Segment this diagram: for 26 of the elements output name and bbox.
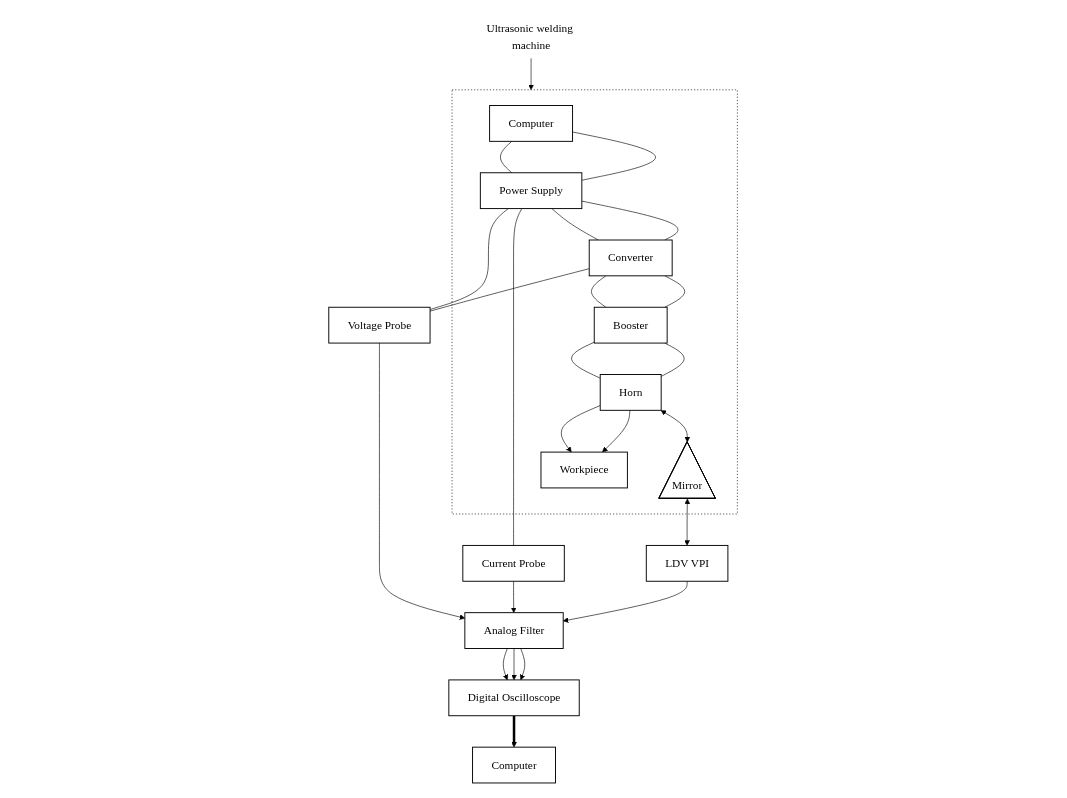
connector <box>571 341 601 379</box>
node-box: LDV VPI <box>646 544 729 582</box>
connector <box>430 268 590 312</box>
node-box: Converter <box>589 239 674 277</box>
node-box: Workpiece <box>540 451 629 489</box>
node-box: Computer <box>472 746 557 784</box>
node-box: Computer <box>489 105 574 142</box>
connector <box>664 275 686 308</box>
node-box: Horn <box>600 374 663 411</box>
connector <box>591 275 607 308</box>
arrow <box>511 715 518 748</box>
connector <box>572 131 657 181</box>
node-box: Digital Oscilloscope <box>448 679 581 717</box>
connector <box>513 208 523 546</box>
node-box: Analog Filter <box>464 612 565 649</box>
connector <box>551 208 600 241</box>
connector <box>430 208 510 310</box>
node-box: Power Supply <box>480 172 583 210</box>
node-text: Ultrasonic welding machine <box>486 21 574 52</box>
connector <box>500 141 513 174</box>
connector <box>581 200 679 241</box>
connector <box>661 342 685 377</box>
cluster <box>452 89 739 515</box>
node-box: Current Probe <box>462 544 566 582</box>
node-box: Booster <box>594 306 669 344</box>
node-box: Voltage Probe <box>328 306 431 344</box>
